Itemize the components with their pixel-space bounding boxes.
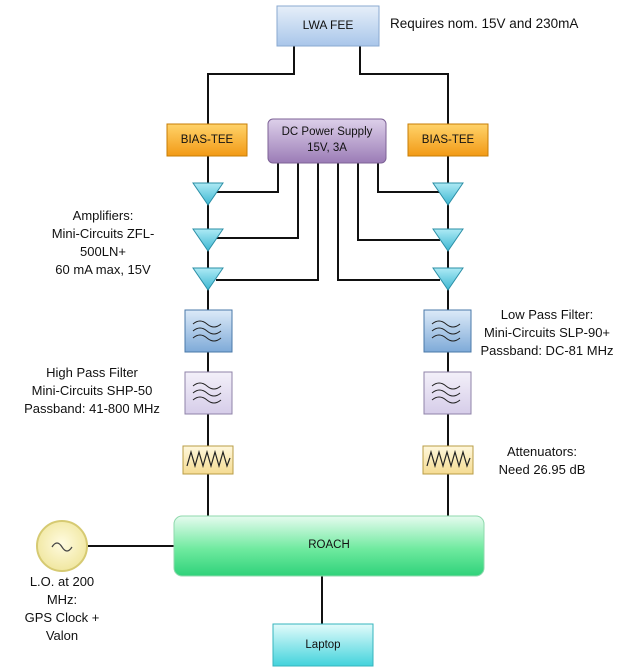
high-pass-note-line: Mini-Circuits SHP-50 — [31, 383, 153, 398]
attenuators-note-line: Attenuators: — [506, 444, 578, 459]
amplifiers-note: Amplifiers: Mini-Circuits ZFL- 500LN+ 60… — [18, 207, 188, 279]
wire-dc-right-amp2 — [357, 162, 440, 241]
bias-tee-right-box — [407, 123, 489, 157]
wiring — [88, 46, 449, 624]
amplifiers-note-line: Amplifiers: — [72, 208, 134, 223]
attenuators-note-line: Need 26.95 dB — [498, 462, 586, 477]
amplifier-right-3 — [432, 267, 464, 291]
local-oscillator-icon — [36, 520, 88, 572]
lo-note-line: L.O. at 200 — [29, 574, 95, 589]
high-pass-filter-note: High Pass Filter Mini-Circuits SHP-50 Pa… — [4, 364, 180, 418]
dc-supply-label-line2: 15V, 3A — [307, 142, 347, 154]
dc-power-supply-box — [267, 118, 387, 164]
attenuator-left — [182, 445, 234, 475]
amplifiers-note-line: Mini-Circuits ZFL- — [51, 226, 155, 241]
high-pass-filter-left — [184, 371, 233, 415]
roach-box — [173, 515, 485, 577]
amplifier-right-2 — [432, 228, 464, 252]
wire-dc-left-amp3 — [216, 162, 319, 281]
wire-dc-left-amp1 — [216, 162, 279, 193]
bias-tee-left-label: BIAS-TEE — [180, 134, 234, 146]
low-pass-note-line: Passband: DC-81 MHz — [480, 343, 614, 358]
lo-note-line: GPS Clock + — [24, 610, 100, 625]
wire-dc-right-amp1 — [377, 162, 440, 193]
local-oscillator-note: L.O. at 200 MHz: GPS Clock + Valon — [6, 573, 118, 645]
lo-note-line: MHz: — [46, 592, 78, 607]
lwa-fee-box — [276, 5, 380, 47]
attenuator-right — [422, 445, 474, 475]
wire-fee-right — [359, 46, 449, 124]
amplifier-left-2 — [192, 228, 224, 252]
amplifier-left-3 — [192, 267, 224, 291]
amplifier-right-1 — [432, 182, 464, 206]
laptop-label: Laptop — [305, 639, 341, 651]
high-pass-filter-right — [423, 371, 472, 415]
high-pass-note-line: High Pass Filter — [46, 365, 138, 380]
high-pass-note-line: Passband: 41-800 MHz — [24, 401, 160, 416]
low-pass-filter-note: Low Pass Filter: Mini-Circuits SLP-90+ P… — [466, 306, 628, 360]
amplifiers-note-line: 60 mA max, 15V — [55, 262, 151, 277]
roach-label: ROACH — [308, 539, 350, 551]
wire-dc-right-amp3 — [337, 162, 440, 281]
wire-fee-left — [207, 46, 295, 124]
bias-tee-left-box — [166, 123, 248, 157]
dc-supply-label-line1: DC Power Supply — [281, 126, 373, 138]
low-pass-note-line: Low Pass Filter: — [500, 307, 594, 322]
amplifiers-note-line: 500LN+ — [80, 244, 126, 259]
lo-note-line: Valon — [45, 628, 79, 643]
wire-dc-left-amp2 — [216, 162, 299, 239]
laptop-box — [272, 623, 374, 667]
lwa-fee-label: LWA FEE — [302, 18, 354, 32]
amplifier-left-1 — [192, 182, 224, 206]
fee-requirement-note: Requires nom. 15V and 230mA — [390, 16, 579, 31]
bias-tee-right-label: BIAS-TEE — [421, 134, 475, 146]
attenuators-note: Attenuators: Need 26.95 dB — [482, 443, 602, 479]
low-pass-filter-left — [184, 309, 233, 353]
low-pass-note-line: Mini-Circuits SLP-90+ — [483, 325, 611, 340]
low-pass-filter-right — [423, 309, 472, 353]
